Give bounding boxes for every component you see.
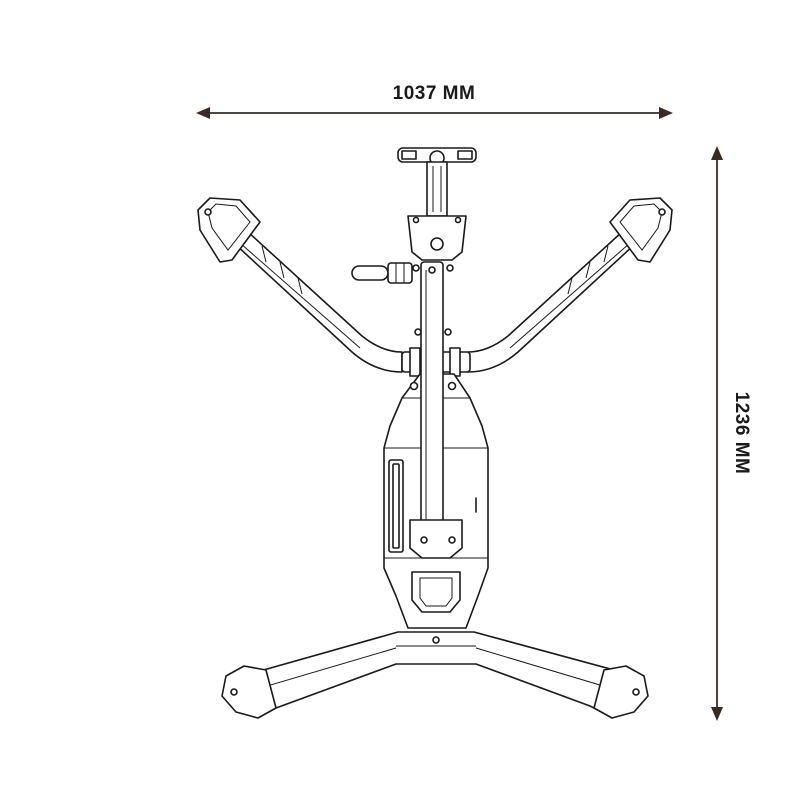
left-handlebar-arm xyxy=(221,220,403,373)
height-arrow-bottom xyxy=(711,707,723,721)
left-rear-foot xyxy=(221,665,277,719)
handlebar-clamp-left xyxy=(409,347,421,377)
height-dimension: 1236 MM xyxy=(711,146,752,721)
saddle-clamp-right xyxy=(457,150,473,160)
right-rear-foot xyxy=(593,665,649,719)
height-arrow-top xyxy=(711,146,723,160)
handlebar-clamp-right xyxy=(449,347,461,377)
knob-body xyxy=(387,262,413,284)
rear-base xyxy=(221,631,649,719)
center-frame-tube xyxy=(420,261,444,555)
right-grip-bolt xyxy=(658,208,666,216)
adjustment-knob xyxy=(351,262,413,284)
left-grip-end xyxy=(197,197,261,263)
seatpost xyxy=(426,161,448,217)
lower-mount-plate xyxy=(409,519,463,559)
rear-base-frame xyxy=(225,631,641,717)
width-dimension-label: 1037 MM xyxy=(393,83,476,104)
right-handlebar-arm xyxy=(467,220,649,373)
width-dimension: 1037 MM xyxy=(196,83,673,119)
saddle-clamp-left xyxy=(401,150,417,160)
handlebar-assembly xyxy=(197,197,673,377)
left-grip-bolt xyxy=(204,208,212,216)
width-arrow-right xyxy=(659,107,673,119)
carry-handle-cutout xyxy=(411,571,461,613)
right-grip-end xyxy=(609,197,673,263)
seatpost-head-bolt xyxy=(430,237,444,251)
saddle-assembly xyxy=(397,147,477,261)
width-arrow-left xyxy=(196,107,210,119)
main-body xyxy=(383,261,489,629)
knob-handle xyxy=(351,265,389,281)
height-dimension-label: 1236 MM xyxy=(731,392,752,475)
